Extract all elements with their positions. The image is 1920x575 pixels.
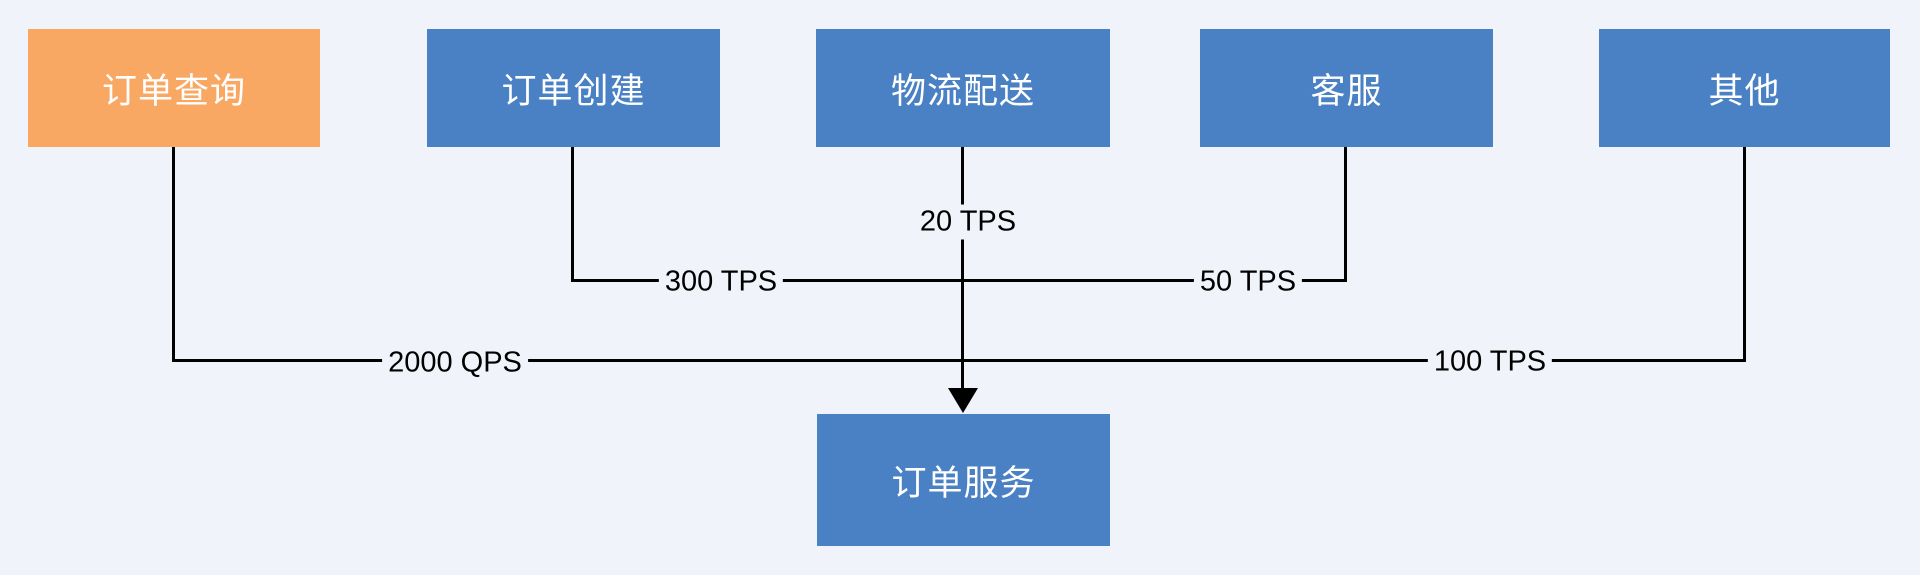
node-logistics-delivery: 物流配送 xyxy=(816,29,1110,147)
node-logistics-delivery-label: 物流配送 xyxy=(890,71,1035,111)
node-customer-service-label: 客服 xyxy=(1310,71,1383,111)
edge-label-order-query: 2000 QPS xyxy=(382,345,528,381)
node-order-service-label: 订单服务 xyxy=(891,463,1036,503)
edge-label-logistics: 20 TPS xyxy=(913,204,1023,240)
edge-label-other: 100 TPS xyxy=(1427,344,1553,380)
node-other: 其他 xyxy=(1599,29,1890,147)
connector-lower-horizontal xyxy=(172,359,1746,362)
node-order-create-label: 订单创建 xyxy=(501,71,646,111)
node-order-query: 订单查询 xyxy=(28,29,320,147)
node-order-query-label: 订单查询 xyxy=(101,71,246,111)
connector-customer-service-vertical xyxy=(1344,147,1347,282)
arrowhead-down-icon xyxy=(948,388,978,413)
connector-upper-horizontal xyxy=(571,279,1347,282)
connector-order-query-vertical xyxy=(172,147,175,362)
connector-logistics-vertical xyxy=(961,147,964,393)
edge-label-customer-service: 50 TPS xyxy=(1193,264,1303,300)
node-other-label: 其他 xyxy=(1708,71,1781,111)
node-customer-service: 客服 xyxy=(1200,29,1493,147)
connector-order-create-vertical xyxy=(571,147,574,282)
node-order-service: 订单服务 xyxy=(817,414,1110,546)
connector-other-vertical xyxy=(1743,147,1746,362)
node-order-create: 订单创建 xyxy=(427,29,720,147)
edge-label-order-create: 300 TPS xyxy=(658,264,784,300)
